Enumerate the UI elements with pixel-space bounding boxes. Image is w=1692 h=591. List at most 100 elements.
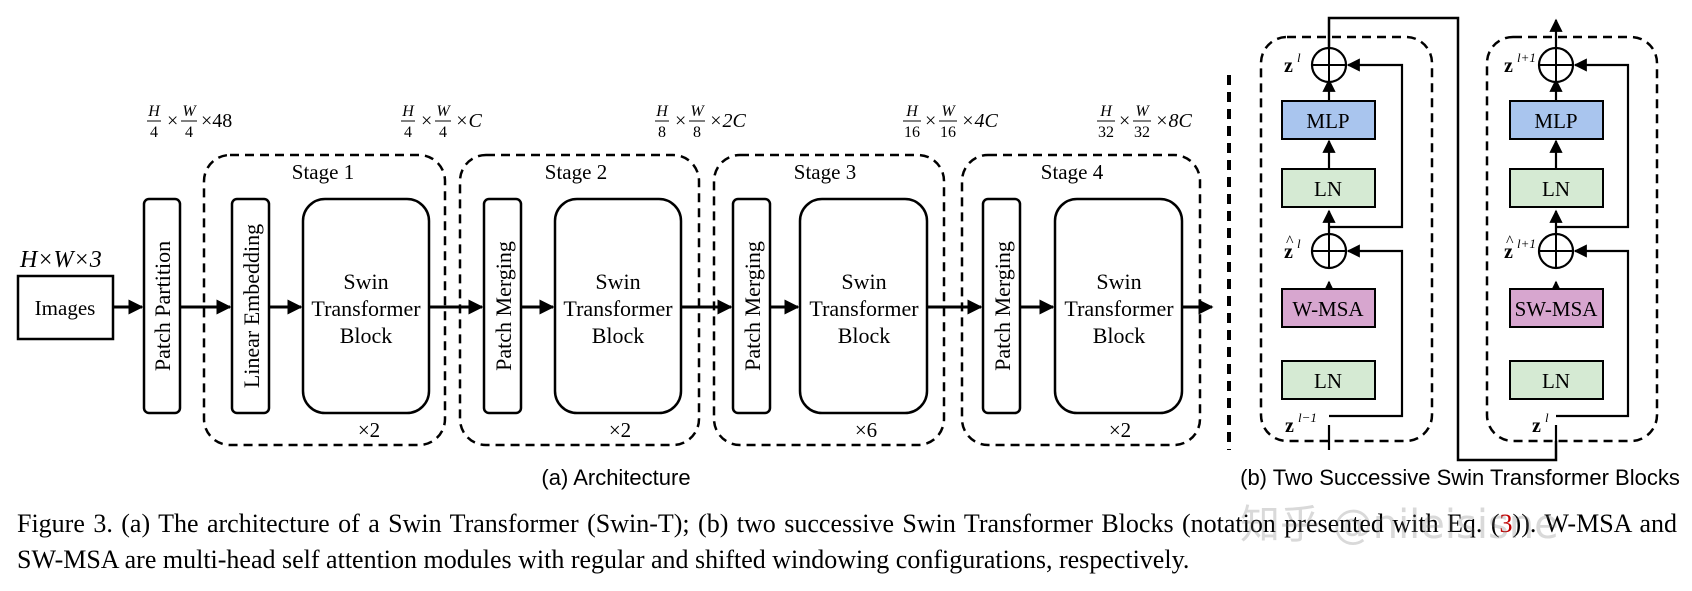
stage-4-title: Stage 4 <box>1041 160 1104 184</box>
svg-text:×: × <box>167 110 178 132</box>
patch-partition-label: Patch Partition <box>150 241 175 371</box>
svg-text:l: l <box>1297 236 1301 251</box>
swin-block-2-line-3: Block <box>592 323 645 348</box>
svg-text:×2C: ×2C <box>709 110 746 132</box>
patch-merging-label-2: Patch Merging <box>740 241 765 371</box>
block-1-zhat-label: z ^ l <box>1284 233 1301 263</box>
svg-text:^: ^ <box>1286 233 1294 250</box>
patch-merging-label-1: Patch Merging <box>491 241 516 371</box>
input-dims: H×W×3 <box>19 247 102 273</box>
svg-text:×: × <box>421 110 432 132</box>
block-2-zhat-label: z ^ l+1 <box>1504 233 1536 263</box>
block-1-ln-lower <box>1281 360 1376 400</box>
block-2-ln-upper-label: LN <box>1542 177 1570 201</box>
stage-1-container <box>202 153 447 447</box>
svg-text:H: H <box>401 103 415 120</box>
block-1-wmsa <box>1281 288 1376 328</box>
svg-text:W: W <box>941 103 956 120</box>
swin-block-4-line-2: Transformer <box>1064 296 1174 321</box>
block-2-mlp-label: MLP <box>1534 109 1577 133</box>
swin-blocks-diagram: MLP LN W-MSA LN z l z ^ l z l−1 <box>1240 16 1680 490</box>
svg-text:l+1: l+1 <box>1517 236 1536 251</box>
svg-text:4: 4 <box>439 124 447 141</box>
svg-text:W: W <box>690 103 705 120</box>
svg-text:H: H <box>1099 103 1113 120</box>
stage-3-repeat: ×6 <box>855 418 877 442</box>
svg-text:×48: ×48 <box>201 110 232 132</box>
block-2-z-out-label: z l+1 <box>1504 50 1536 77</box>
svg-text:H: H <box>905 103 919 120</box>
svg-text:×4C: ×4C <box>961 110 998 132</box>
block-1-z-out-label: z l <box>1284 50 1301 77</box>
stage-1-repeat: ×2 <box>358 418 380 442</box>
dims-stage-5: H 32 × W 32 ×8C <box>1097 103 1192 141</box>
caption-part-2: )). W-MSA and SW-MSA are multi-head self… <box>17 509 1677 574</box>
dims-stage-3: H 8 × W 8 ×2C <box>655 103 746 141</box>
svg-text:×: × <box>925 110 936 132</box>
swin-block-2-line-1: Swin <box>595 269 640 294</box>
svg-text:^: ^ <box>1506 233 1514 250</box>
dims-stage-2: H 4 × W 4 ×C <box>401 103 482 141</box>
svg-text:H: H <box>147 103 161 120</box>
svg-text:16: 16 <box>940 124 956 141</box>
svg-text:z: z <box>1504 241 1513 263</box>
svg-text:z: z <box>1504 55 1513 77</box>
equation-ref-link[interactable]: 3 <box>1499 509 1513 538</box>
block-1-mlp-label: MLP <box>1306 109 1349 133</box>
block-2-ln-lower-label: LN <box>1542 369 1570 393</box>
swin-block-1-line-2: Transformer <box>311 296 421 321</box>
block-1-wmsa-label: W-MSA <box>1292 297 1364 321</box>
svg-text:W: W <box>182 103 197 120</box>
svg-text:z: z <box>1284 241 1293 263</box>
architecture-diagram: H×W×3 H 4 × W 4 ×48 H 4 × W 4 ×C H 8 × W <box>16 103 1214 490</box>
svg-text:H: H <box>655 103 669 120</box>
stage-3-container <box>712 153 946 447</box>
swin-block-3-line-3: Block <box>838 323 891 348</box>
block-2-swmsa-label: SW-MSA <box>1515 297 1599 321</box>
stage-2-container <box>458 153 701 447</box>
inter-block-connection <box>1327 16 1558 462</box>
architecture-caption-label: (a) Architecture <box>541 465 690 490</box>
stage-4-repeat: ×2 <box>1109 418 1131 442</box>
svg-text:z: z <box>1284 55 1293 77</box>
block-1-mlp <box>1281 100 1376 140</box>
svg-text:×C: ×C <box>455 110 482 132</box>
linear-embedding-label: Linear Embedding <box>239 224 264 388</box>
stage-2-title: Stage 2 <box>545 160 607 184</box>
swin-block-4-line-3: Block <box>1093 323 1146 348</box>
dims-stage-4: H 16 × W 16 ×4C <box>903 103 998 141</box>
block-2-container <box>1485 35 1659 443</box>
swin-block-3-line-2: Transformer <box>809 296 919 321</box>
block-1-ln-upper-label: LN <box>1314 177 1342 201</box>
block-2-ln-upper <box>1509 168 1604 208</box>
block-1-add-lower <box>1310 232 1348 270</box>
svg-text:8: 8 <box>693 124 701 141</box>
svg-text:l+1: l+1 <box>1517 50 1536 65</box>
stage-1-title: Stage 1 <box>292 160 354 184</box>
block-2-ln-lower <box>1509 360 1604 400</box>
svg-text:32: 32 <box>1134 124 1150 141</box>
block-1-container <box>1259 35 1434 443</box>
block-2-z-in-label: z l <box>1532 410 1549 437</box>
svg-text:l: l <box>1297 50 1301 65</box>
svg-text:16: 16 <box>904 124 920 141</box>
block-2-swmsa <box>1509 288 1604 328</box>
svg-text:4: 4 <box>404 124 412 141</box>
svg-text:l: l <box>1545 410 1549 425</box>
svg-text:4: 4 <box>185 124 193 141</box>
blocks-caption-label: (b) Two Successive Swin Transformer Bloc… <box>1240 465 1680 490</box>
svg-text:×: × <box>1119 110 1130 132</box>
block-2-mlp <box>1509 100 1604 140</box>
svg-text:4: 4 <box>150 124 158 141</box>
swin-block-1-line-1: Swin <box>343 269 388 294</box>
swin-transformer-figure: H×W×3 H 4 × W 4 ×48 H 4 × W 4 ×C H 8 × W <box>16 16 1680 490</box>
svg-text:W: W <box>436 103 451 120</box>
svg-text:z: z <box>1532 415 1541 437</box>
block-2-add-upper <box>1537 46 1575 84</box>
caption-part-1: Figure 3. (a) The architecture of a Swin… <box>17 509 1500 538</box>
swin-block-4-line-1: Swin <box>1096 269 1141 294</box>
patch-merging-label-3: Patch Merging <box>990 241 1015 371</box>
svg-text:8: 8 <box>658 124 666 141</box>
block-1-ln-upper <box>1281 168 1376 208</box>
stage-2-repeat: ×2 <box>609 418 631 442</box>
